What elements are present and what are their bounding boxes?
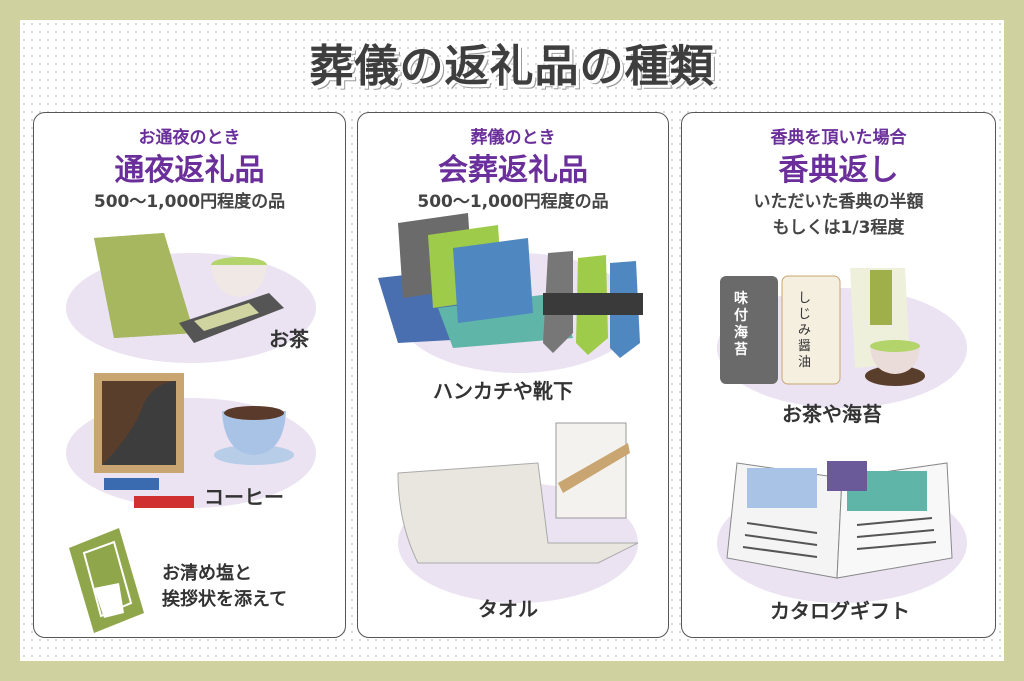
- occasion-label: 香典を頂いた場合: [770, 128, 907, 148]
- item-label-salt: お清め塩と挨拶状を添えて: [162, 561, 287, 613]
- price-line2: もしくは1/3程度: [772, 218, 905, 238]
- item-label-catalog: カタログギフト: [770, 599, 910, 623]
- salt-and-letter-illustration: [69, 528, 144, 633]
- price-range: いただいた香典の半額もしくは1/3程度: [682, 189, 995, 241]
- catalog-illustration: [726, 461, 953, 579]
- item-label-salt-line2: 挨拶状を添えて: [162, 589, 288, 610]
- gift-type-heading: 通夜返礼品: [114, 153, 265, 188]
- coffee-illustration: [94, 373, 294, 508]
- item-label-towel: タオル: [478, 597, 538, 621]
- panel-koden-gaeshi: 香典を頂いた場合 香典返し いただいた香典の半額もしくは1/3程度 味付海苔 し…: [681, 112, 996, 638]
- tea-illustration: [94, 233, 284, 343]
- price-range: 500～1,000円程度の品: [93, 192, 286, 212]
- gift-type-heading: 香典返し: [778, 153, 899, 188]
- tea-and-nori-illustration: [720, 268, 925, 386]
- towel-illustration: [397, 422, 639, 564]
- panel-tsuya: お通夜のとき 通夜返礼品 500～1,000円程度の品 お茶 コーヒー お清め塩…: [33, 112, 346, 638]
- price-line1: いただいた香典の半額: [753, 192, 924, 212]
- item-label-coffee: コーヒー: [204, 485, 284, 509]
- item-label-tea-nori: お茶や海苔: [782, 402, 882, 426]
- item-label-handkerchief: ハンカチや靴下: [433, 379, 573, 403]
- occasion-label: お通夜のとき: [138, 128, 241, 148]
- page-title: 葬儀の返礼品の種類: [309, 41, 715, 92]
- occasion-label: 葬儀のとき: [470, 128, 556, 148]
- panel-kaiso: 葬儀のとき 会葬返礼品 500～1,000円程度の品 ハンカチや靴下 タオル: [357, 112, 669, 638]
- soy-can-label: しじみ醤油: [798, 291, 812, 370]
- nori-can-label: 味付海苔: [734, 291, 748, 358]
- price-range: 500～1,000円程度の品: [417, 192, 609, 212]
- item-label-tea: お茶: [269, 327, 309, 351]
- item-label-salt-line1: お清め塩と: [162, 563, 252, 584]
- handkerchief-socks-illustration: [378, 213, 643, 358]
- gift-type-heading: 会葬返礼品: [438, 153, 588, 188]
